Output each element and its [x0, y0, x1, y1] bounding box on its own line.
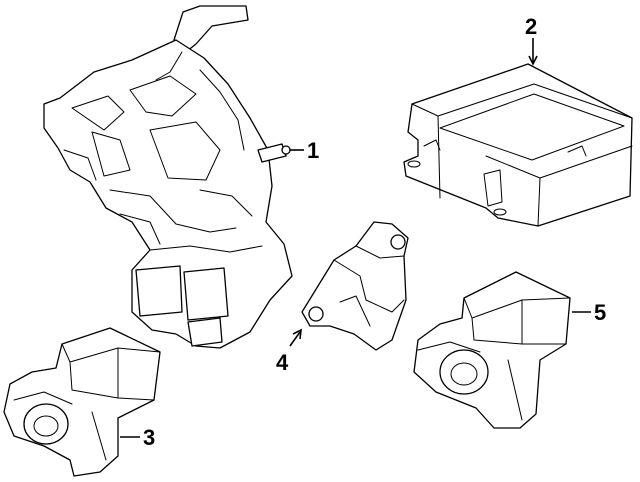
callout-3-label: 3 [143, 425, 155, 450]
part-5-impact-sensor [413, 271, 571, 429]
callout-4-label: 4 [276, 350, 289, 375]
part-1-clock-spring [43, 5, 293, 349]
callout-2-label: 2 [525, 14, 537, 39]
part-2-airbag-control-module [403, 63, 633, 227]
callout-4-arrowhead [292, 328, 302, 340]
callout-4-leader [289, 331, 301, 347]
part-4-sensor [301, 221, 409, 351]
callout-1-label: 1 [307, 138, 319, 163]
part-3-impact-sensor [3, 327, 161, 477]
callout-2-arrowhead [528, 55, 538, 66]
callout-5-label: 5 [594, 300, 606, 325]
